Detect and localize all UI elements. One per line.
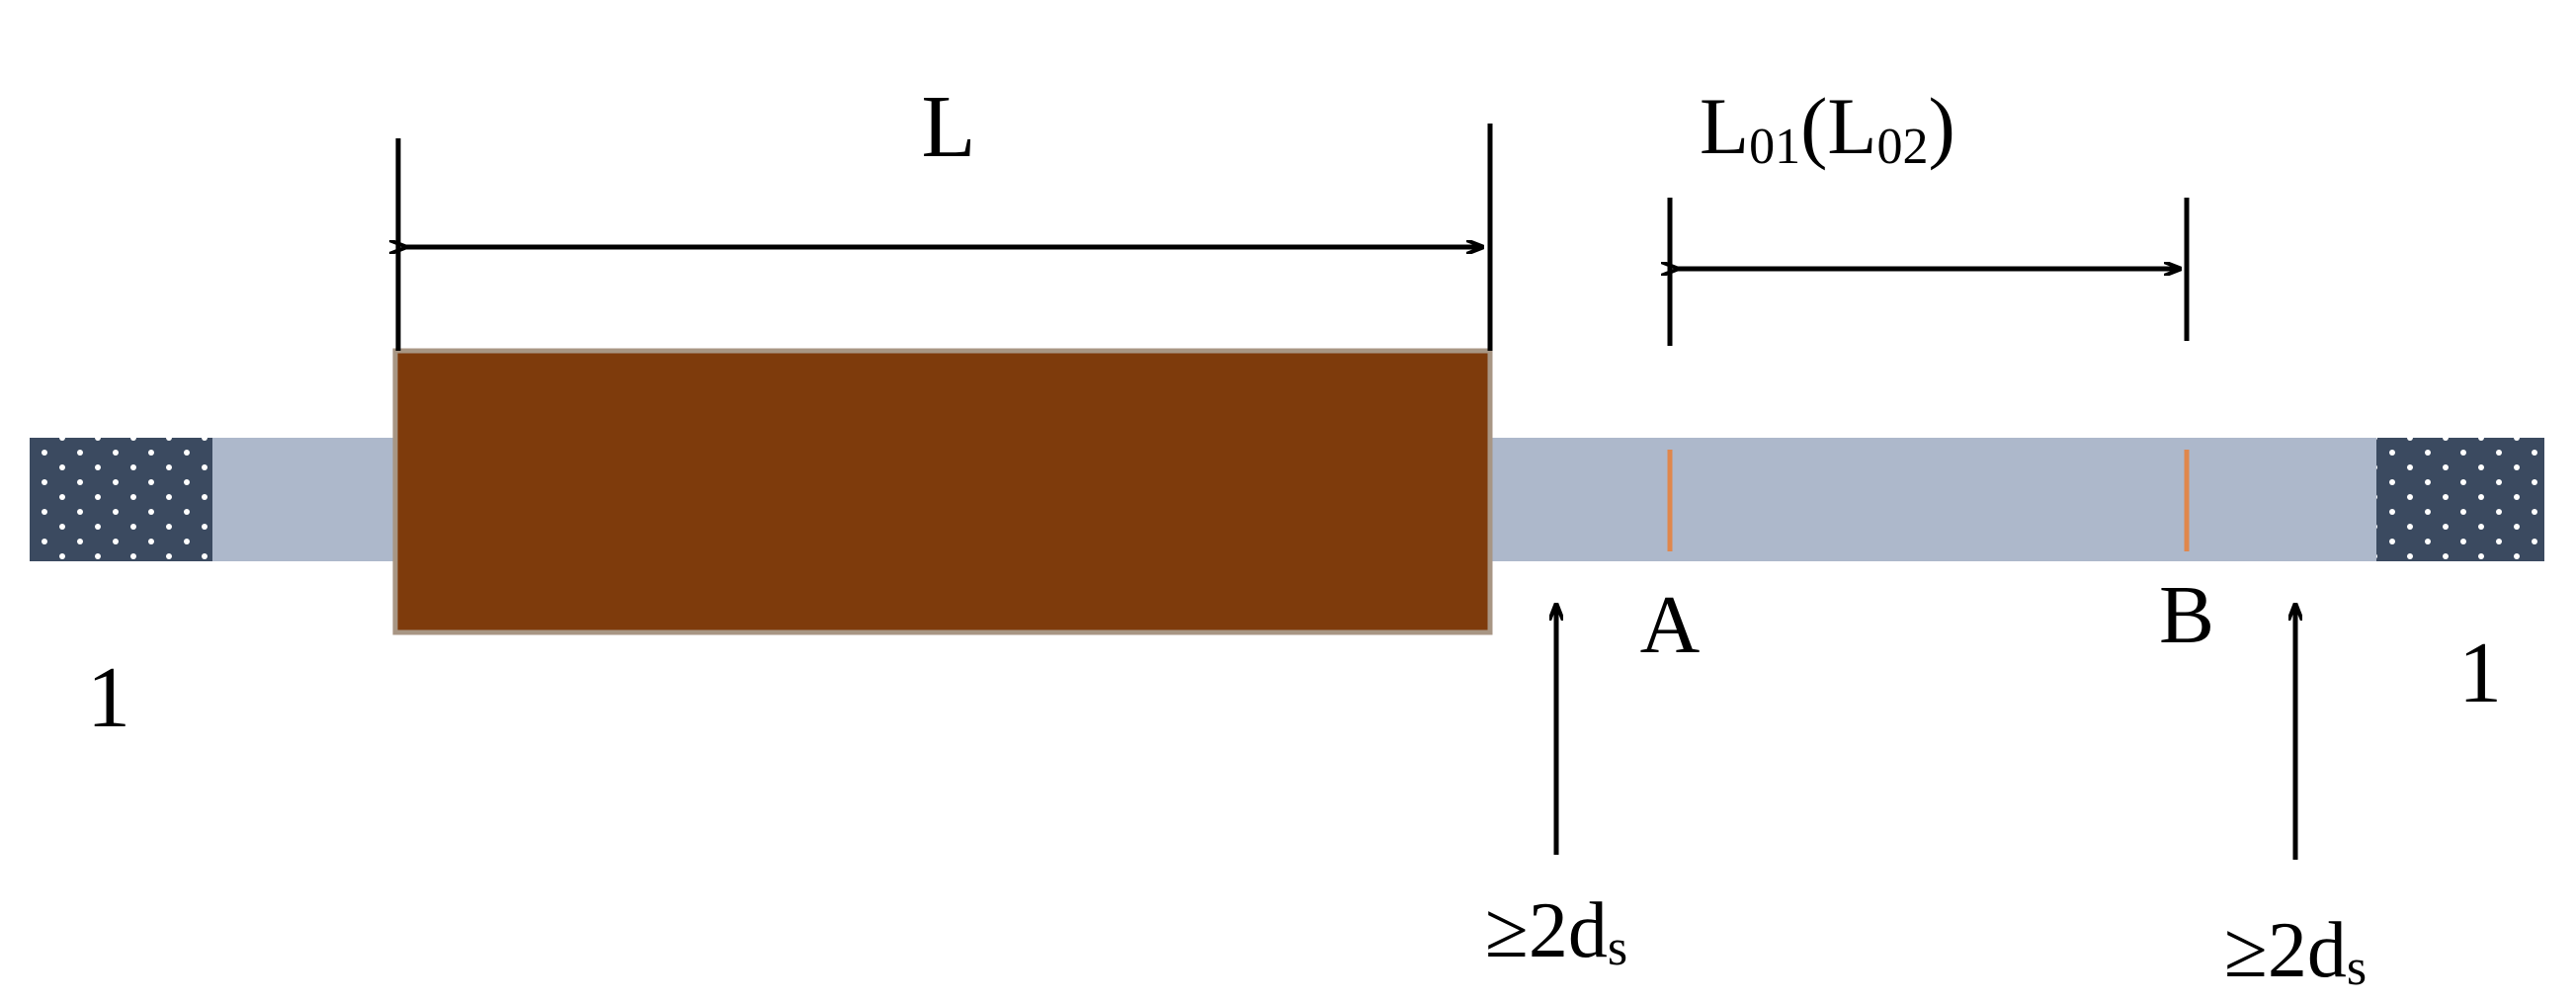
label-clearance-left-sub: s (1608, 920, 1627, 976)
label-grip-left: 1 (87, 650, 130, 746)
label-clearance-left: ≥2ds (1485, 887, 1627, 976)
label-clearance-right-main: ≥2d (2224, 907, 2347, 994)
label-l: L (922, 78, 976, 176)
label-point-b: B (2159, 569, 2214, 661)
label-clearance-left-main: ≥2d (1485, 887, 1608, 974)
sleeve-body (392, 348, 1493, 635)
right-grip (2376, 438, 2544, 561)
label-grip-right: 1 (2458, 626, 2502, 721)
label-l02-close: ) (1929, 81, 1955, 171)
label-point-a: A (1640, 579, 1701, 671)
label-clearance-right: ≥2ds (2224, 907, 2367, 996)
label-l02-open: (L (1800, 81, 1876, 171)
left-grip (30, 438, 212, 561)
label-l01-main: L (1700, 81, 1749, 171)
label-clearance-right-sub: s (2347, 940, 2367, 996)
label-l01-l02: L01(L02) (1700, 81, 1955, 175)
label-l02-sub: 02 (1877, 119, 1929, 175)
label-l01-sub: 01 (1749, 119, 1800, 175)
